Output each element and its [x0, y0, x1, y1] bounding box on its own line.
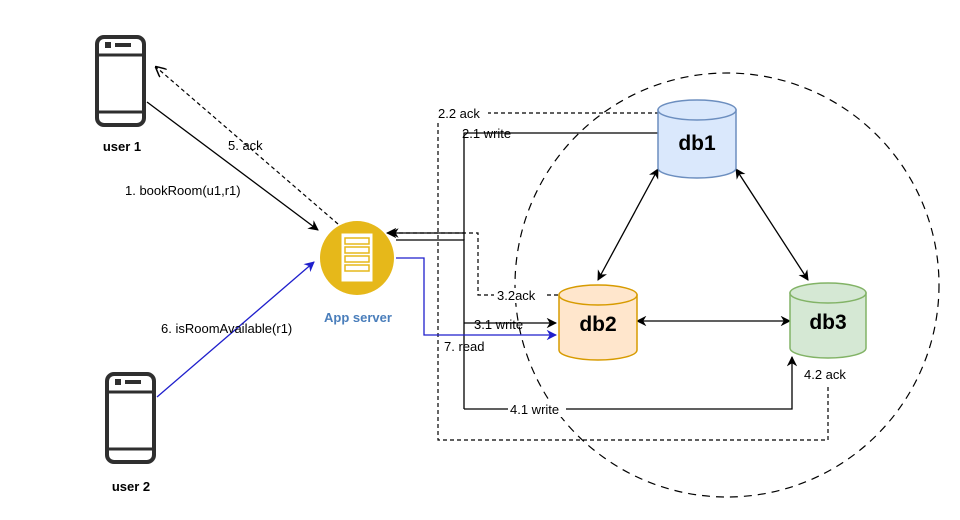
is-room-available-label: 6. isRoomAvailable(r1) — [161, 321, 292, 336]
user2-phone-icon — [105, 372, 156, 464]
db3-label: db3 — [809, 311, 846, 334]
write41-edge — [464, 355, 798, 410]
write41-label: 4.1 write — [510, 402, 559, 417]
db1-cylinder — [657, 99, 737, 179]
write21-label: 2.1 write — [462, 126, 511, 141]
user1-label: user 1 — [103, 139, 141, 154]
ack32-edge — [389, 228, 558, 296]
ack22-edge — [437, 112, 829, 441]
db1-label: db1 — [678, 132, 716, 155]
replication-cluster-boundary — [514, 72, 940, 498]
replication-db1-db3 — [735, 168, 809, 281]
write21-edge — [463, 127, 670, 240]
read7-edge — [396, 257, 558, 341]
book-room-label: 1. bookRoom(u1,r1) — [125, 183, 241, 198]
db2-label: db2 — [579, 313, 616, 336]
db2-cylinder — [558, 284, 638, 361]
is-room-available-edge — [156, 261, 315, 398]
write-trunk — [396, 239, 465, 409]
ack42-label: 4.2 ack — [804, 367, 846, 382]
user1-phone-icon — [95, 35, 146, 127]
user2-label: user 2 — [112, 479, 150, 494]
ack32-label: 3.2ack — [497, 288, 536, 303]
app-server-label: App server — [324, 310, 392, 325]
ack22-label: 2.2 ack — [438, 106, 480, 121]
write31-label: 3.1 write — [474, 317, 523, 332]
replication-db1-db2 — [597, 168, 659, 281]
db3-cylinder — [789, 282, 867, 359]
ack5-edge — [156, 67, 339, 225]
app-server-icon — [320, 221, 394, 295]
read7-label: 7. read — [444, 339, 484, 354]
ack5-label: 5. ack — [228, 138, 263, 153]
book-room-edge — [146, 101, 319, 231]
